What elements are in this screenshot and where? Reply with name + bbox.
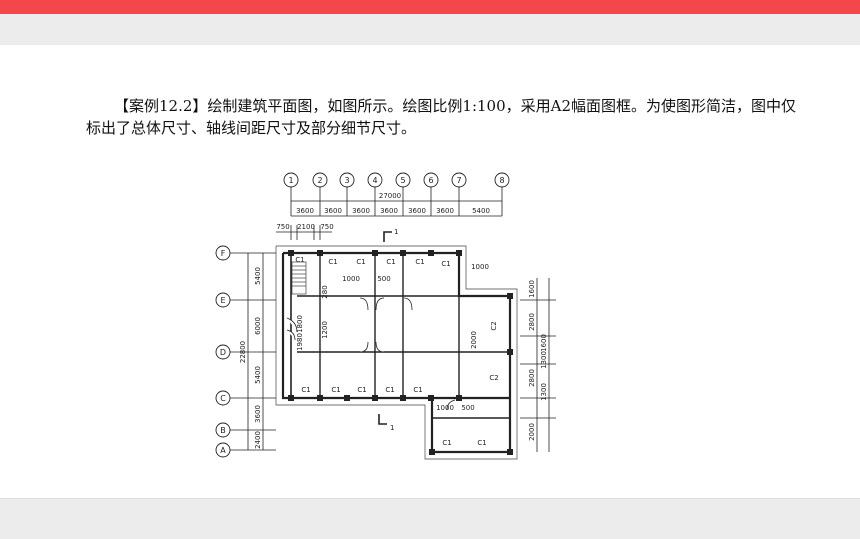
dim-left-1: 5400 bbox=[254, 267, 262, 285]
dim-bay-2: 3600 bbox=[324, 207, 342, 215]
axis-label-7: 7 bbox=[456, 176, 461, 185]
dim-bay-1: 3600 bbox=[296, 207, 314, 215]
dim-inner-3: 1000 bbox=[471, 263, 489, 271]
window-c1-e: C1 bbox=[415, 258, 424, 266]
dim-inner-2: 500 bbox=[377, 275, 390, 283]
dim-inner-5: 1000 bbox=[436, 404, 454, 412]
dim-inner-1: 1000 bbox=[342, 275, 360, 283]
dim-left-2: 6000 bbox=[254, 317, 262, 335]
dim-left-overall: 22800 bbox=[239, 341, 247, 363]
top-band bbox=[0, 14, 860, 45]
dim-inner-left-2: 1800 bbox=[296, 315, 304, 333]
case-description: 绘制建筑平面图，如图所示。绘图比例1:100，采用A2幅面图框。为使图形简洁，图… bbox=[86, 97, 797, 137]
dim-inner-left-3: 1200 bbox=[321, 321, 329, 339]
axis-label-5: 5 bbox=[400, 176, 405, 185]
axis-label-3: 3 bbox=[344, 176, 349, 185]
axis-label-A: A bbox=[220, 446, 226, 455]
dim-left-5: 2400 bbox=[254, 431, 262, 449]
axis-label-8: 8 bbox=[499, 176, 504, 185]
window-c1-k: C1 bbox=[413, 386, 422, 394]
window-c1-b: C1 bbox=[328, 258, 337, 266]
dim-right-4: 1300 bbox=[540, 351, 548, 369]
dim-detail-3: 750 bbox=[320, 223, 333, 231]
dim-bay-5: 3600 bbox=[408, 207, 426, 215]
top-accent-bar bbox=[0, 0, 860, 14]
dim-bay-7: 5400 bbox=[472, 207, 490, 215]
dim-bay-3: 3600 bbox=[352, 207, 370, 215]
dim-left-3: 5400 bbox=[254, 366, 262, 384]
section-mark-top: 1 bbox=[394, 228, 398, 236]
window-c2-a: C2 bbox=[490, 321, 498, 330]
axis-label-1: 1 bbox=[288, 176, 293, 185]
window-c1-j: C1 bbox=[385, 386, 394, 394]
window-c1-i: C1 bbox=[357, 386, 366, 394]
dim-inner-4: 2000 bbox=[470, 331, 478, 349]
window-c1-h: C1 bbox=[331, 386, 340, 394]
window-c1-g: C1 bbox=[301, 386, 310, 394]
dim-inner-left-1: 1980 bbox=[296, 333, 304, 351]
section-mark-bottom: 1 bbox=[390, 424, 394, 432]
dim-detail-1: 750 bbox=[276, 223, 289, 231]
slide-content: 【案例12.2】绘制建筑平面图，如图所示。绘图比例1:100，采用A2幅面图框。… bbox=[0, 45, 860, 498]
dim-detail-2: 2100 bbox=[297, 223, 315, 231]
dim-inner-6: 500 bbox=[461, 404, 474, 412]
dim-overall-width: 27000 bbox=[379, 192, 401, 200]
axis-label-4: 4 bbox=[372, 176, 377, 185]
dim-inner-left-4: 280 bbox=[321, 285, 329, 298]
axis-label-C: C bbox=[220, 394, 226, 403]
window-c2-b: C2 bbox=[489, 374, 498, 382]
axis-label-2: 2 bbox=[317, 176, 322, 185]
bottom-band bbox=[0, 498, 860, 539]
case-title: 【案例12.2】 bbox=[114, 97, 208, 115]
axis-label-E: E bbox=[220, 296, 225, 305]
window-c1-m: C1 bbox=[477, 439, 486, 447]
dim-right-2: 2800 bbox=[528, 313, 536, 331]
axis-label-D: D bbox=[220, 348, 226, 357]
dim-right-7: 2000 bbox=[528, 423, 536, 441]
window-c1-a: C1 bbox=[295, 256, 304, 264]
dim-right-6: 1300 bbox=[540, 383, 548, 401]
window-c1-c: C1 bbox=[356, 258, 365, 266]
dim-bay-4: 3600 bbox=[380, 207, 398, 215]
window-c1-d: C1 bbox=[386, 258, 395, 266]
dim-left-4: 3600 bbox=[254, 405, 262, 423]
dim-bay-6: 3600 bbox=[436, 207, 454, 215]
axis-label-B: B bbox=[220, 426, 226, 435]
window-c1-l: C1 bbox=[442, 439, 451, 447]
axis-label-F: F bbox=[221, 249, 226, 258]
case-paragraph: 【案例12.2】绘制建筑平面图，如图所示。绘图比例1:100，采用A2幅面图框。… bbox=[86, 95, 806, 139]
window-c1-f: C1 bbox=[441, 260, 450, 268]
dim-right-1: 1600 bbox=[528, 280, 536, 298]
axis-label-6: 6 bbox=[428, 176, 433, 185]
dim-right-3: 1600 bbox=[540, 334, 548, 352]
dim-right-5: 2800 bbox=[528, 369, 536, 387]
